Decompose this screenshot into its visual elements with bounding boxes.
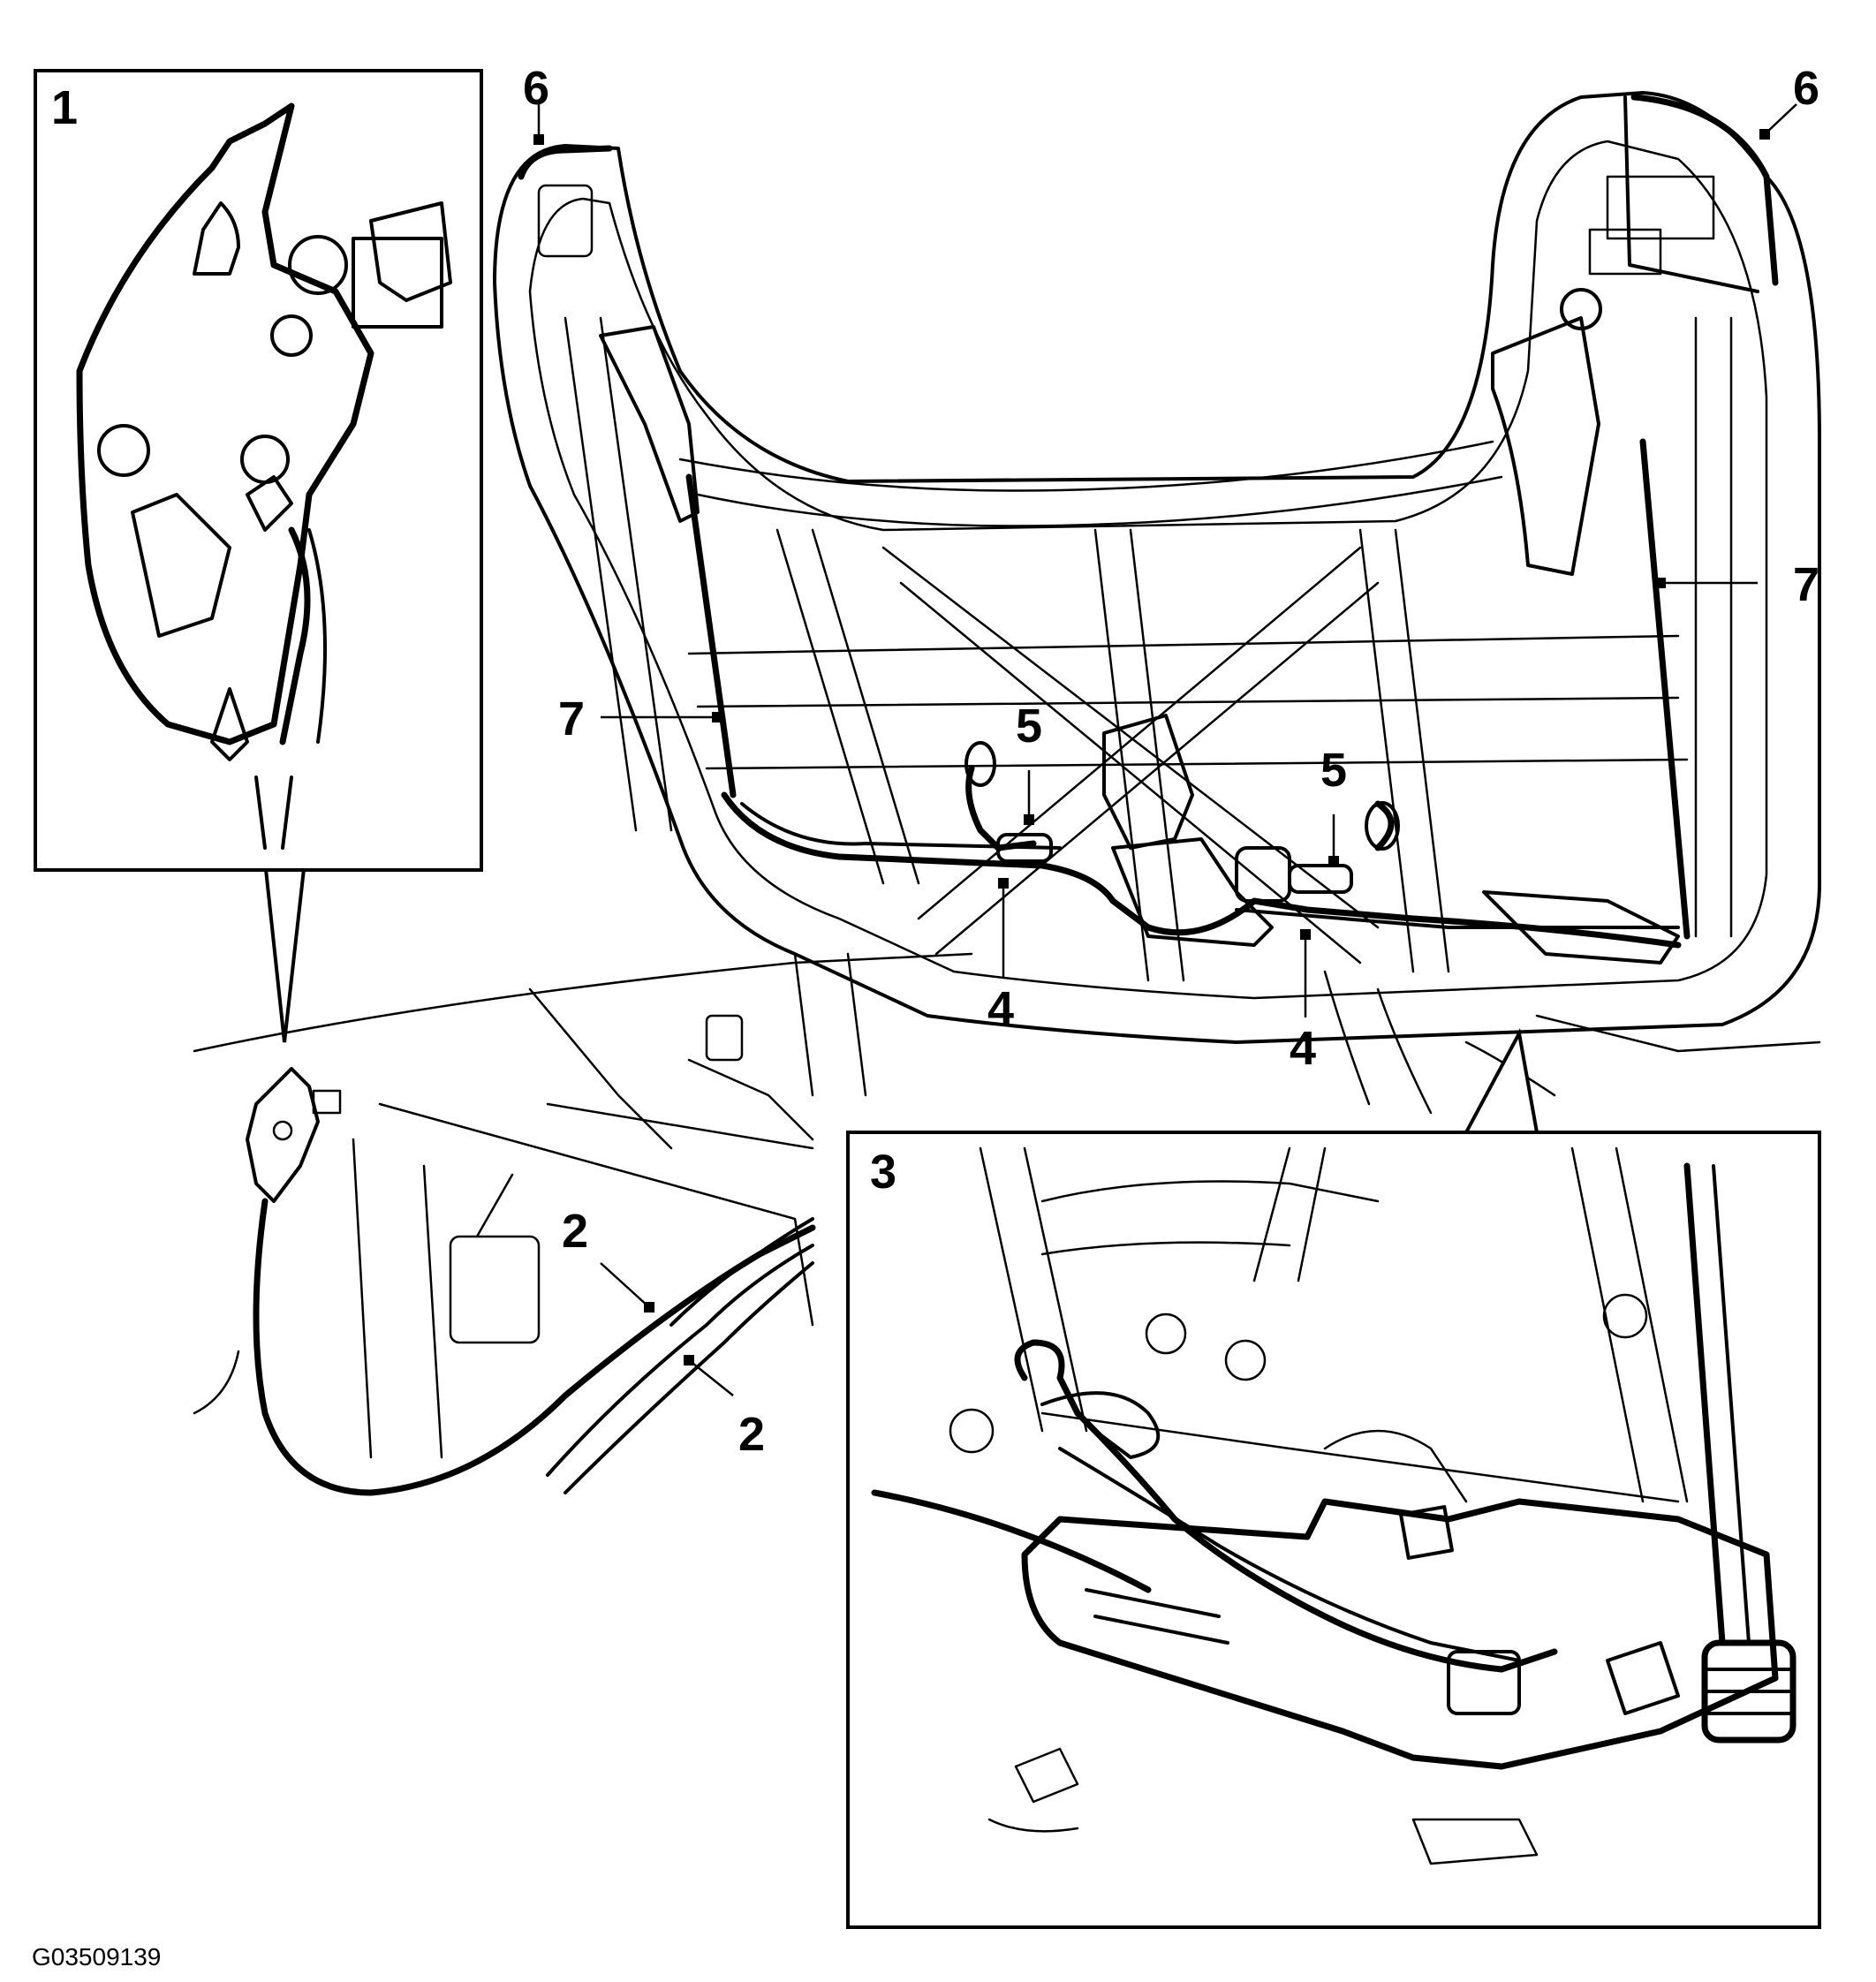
- callout-5-left: 5: [1016, 700, 1042, 753]
- callout-1: 1: [51, 81, 78, 134]
- detail-inset-1: [34, 69, 483, 1043]
- callout-3: 3: [870, 1146, 896, 1199]
- callout-2-lower: 2: [738, 1408, 765, 1461]
- callout-7-left: 7: [558, 692, 585, 745]
- callout-6-left: 6: [523, 62, 549, 115]
- recliner-mechanism: [246, 1067, 342, 1203]
- callout-2-upper: 2: [562, 1205, 588, 1258]
- callout-5-right: 5: [1320, 744, 1347, 797]
- release-cable-7: [685, 438, 1691, 940]
- lower-cable-harness: [721, 714, 1682, 965]
- callout-6-right: 6: [1793, 62, 1819, 115]
- leader-lines: [533, 103, 1797, 1396]
- callout-4-left: 4: [987, 982, 1014, 1035]
- seat-cushion-area: [193, 952, 1821, 1459]
- callout-7-right: 7: [1793, 558, 1819, 611]
- callout-4-right: 4: [1290, 1022, 1316, 1075]
- floor-cables-2: [253, 1198, 816, 1496]
- seat-back-frame: [493, 91, 1821, 1044]
- detail-inset-3: [846, 1027, 1821, 1929]
- figure-id: G03509139: [32, 1943, 161, 1971]
- callout-labels: 1 6 6 7 7 5 5 4 4 2 2 3: [51, 62, 1819, 1461]
